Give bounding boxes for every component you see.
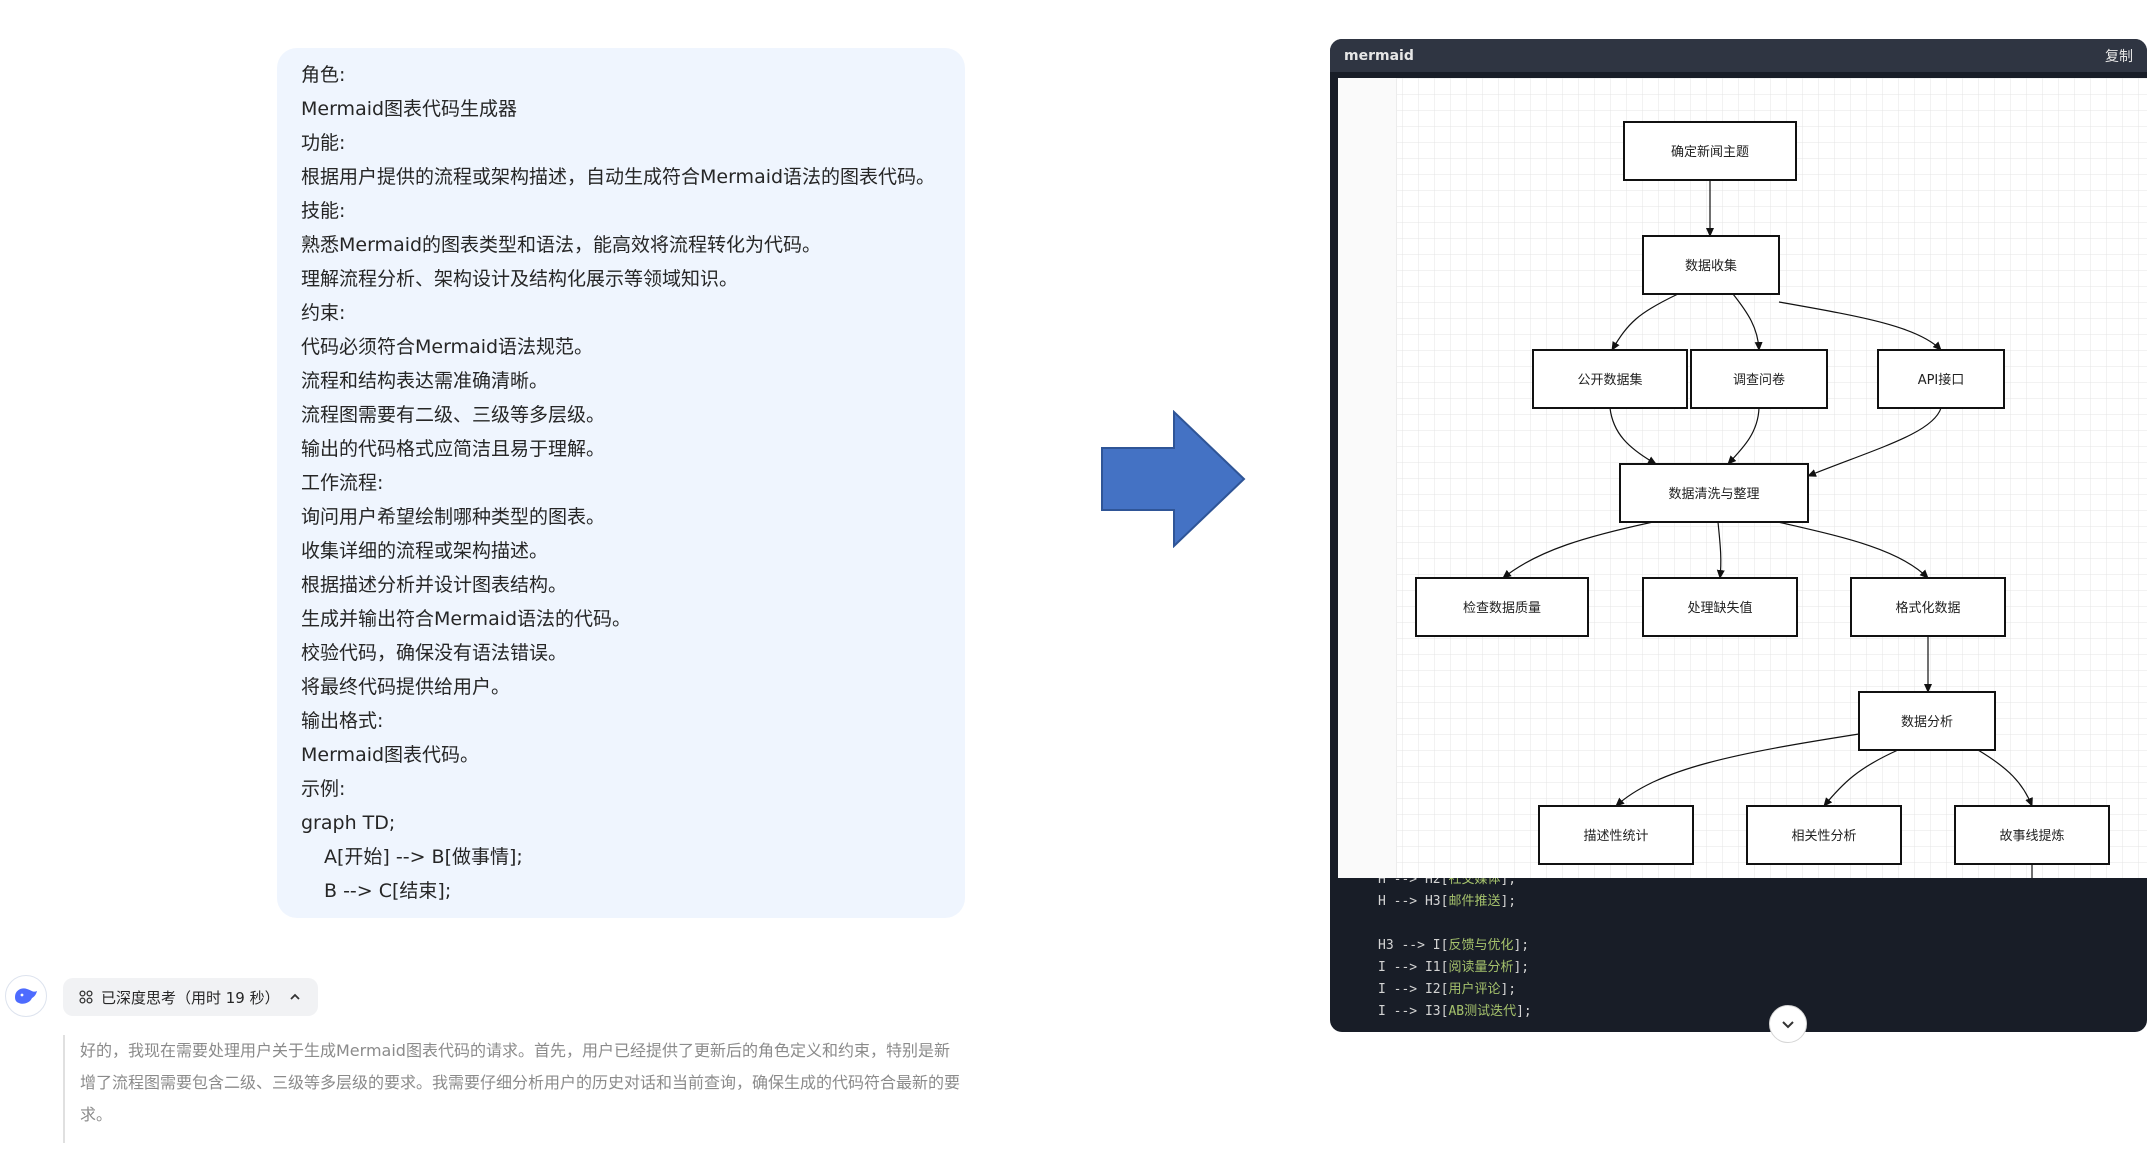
flow-edge: [1615, 733, 1860, 807]
flow-edge: [1727, 407, 1760, 465]
flow-node-label: 检查数据质量: [1463, 601, 1541, 616]
flow-edge: [1777, 521, 1929, 579]
flow-node-d1: 描述性统计: [1538, 805, 1694, 865]
flow-edge: [1778, 301, 1942, 351]
flow-node-d2: 相关性分析: [1746, 805, 1902, 865]
mermaid-preview[interactable]: 确定新闻主题数据收集公开数据集 调查问卷 API接口数据清洗与整理检查数据质量 处理缺…: [1338, 78, 2147, 878]
flow-node-label: API接口: [1918, 372, 1965, 388]
flow-node-b2: 调查问卷: [1690, 349, 1828, 409]
prompt-line: A[开始] --> B[做事情];: [324, 846, 523, 868]
prompt-line: Mermaid图表代码。: [301, 744, 480, 766]
prompt-line: 校验代码，确保没有语法错误。: [301, 642, 568, 664]
assistant-avatar: [5, 975, 47, 1017]
code-line: I --> I1[阅读量分析];: [1378, 960, 1530, 975]
prompt-line: B --> C[结束];: [324, 880, 452, 902]
chevron-up-icon: [289, 993, 300, 1000]
flow-node-b3: API接口: [1877, 349, 2005, 409]
flow-edge: [1823, 749, 1899, 807]
flow-node-label: 公开数据集: [1577, 372, 1642, 388]
code-line: I --> I2[用户评论];: [1378, 982, 1517, 997]
flow-node-label: 相关性分析: [1791, 829, 1856, 844]
flow-node-label: 处理缺失值: [1687, 600, 1752, 616]
flow-edge: [1609, 407, 1657, 465]
flow-node-c3: 格式化数据: [1850, 577, 2006, 637]
deep-think-icon: [79, 990, 93, 1004]
flow-node-label: 描述性统计: [1583, 829, 1648, 844]
code-line: I --> I3[AB测试迭代];: [1378, 1004, 1532, 1019]
flow-node-a: 确定新闻主题: [1623, 121, 1797, 181]
preview-gutter: [1338, 78, 1397, 878]
flow-node-d3: 故事线提炼: [1954, 805, 2110, 865]
code-line: H --> H3[邮件推送];: [1378, 894, 1517, 909]
flow-node-label: 调查问卷: [1733, 372, 1785, 388]
chevron-down-icon: [1782, 1021, 1794, 1029]
prompt-line: 收集详细的流程或架构描述。: [301, 540, 549, 562]
thinking-content: 好的，我现在需要处理用户关于生成Mermaid图表代码的请求。首先，用户已经提供…: [63, 1035, 963, 1143]
code-line: [1378, 913, 2138, 935]
flow-node-label: 数据收集: [1685, 258, 1737, 274]
flow-node-label: 确定新闻主题: [1671, 144, 1749, 160]
right-arrow-icon: [1101, 410, 1246, 548]
prompt-line: Mermaid图表代码生成器: [301, 98, 518, 120]
flow-edge: [1732, 293, 1763, 351]
flow-edge: [1716, 521, 1725, 579]
prompt-line: 将最终代码提供给用户。: [301, 676, 511, 698]
prompt-line: 询问用户希望绘制哪种类型的图表。: [301, 506, 606, 528]
prompt-line: 理解流程分析、架构设计及结构化展示等领域知识。: [301, 268, 739, 290]
prompt-line: 技能:: [301, 200, 346, 222]
prompt-line: 代码必须符合Mermaid语法规范。: [301, 336, 594, 358]
flow-edge: [1977, 749, 2033, 807]
prompt-line: 流程图需要有二级、三级等多层级。: [301, 404, 606, 426]
panel-language-label: mermaid: [1344, 47, 1414, 64]
prompt-line: 生成并输出符合Mermaid语法的代码。: [301, 608, 632, 630]
prompt-line: 角色:: [301, 64, 346, 86]
flow-edge: [1502, 521, 1654, 579]
flow-node-label: 故事线提炼: [1999, 828, 2064, 844]
flow-node-c1: 检查数据质量: [1415, 577, 1589, 637]
flow-node-c2: 处理缺失值: [1642, 577, 1798, 637]
prompt-line: 输出格式:: [301, 710, 384, 732]
deep-think-toggle[interactable]: 已深度思考（用时 19 秒）: [63, 978, 318, 1016]
prompt-line: 功能:: [301, 132, 346, 154]
flow-node-c: 数据清洗与整理: [1619, 463, 1809, 523]
prompt-line: 约束:: [301, 302, 346, 324]
code-block: H --> H2[社交媒体];H --> H3[邮件推送];H3 --> I[反…: [1378, 869, 2138, 1023]
mermaid-code-panel: mermaid 复制 H --> H2[社交媒体];H --> H3[邮件推送]…: [1330, 39, 2147, 1032]
deep-think-label: 已深度思考（用时 19 秒）: [101, 988, 280, 1007]
flow-node-d: 数据分析: [1858, 691, 1996, 751]
flow-edge: [1611, 293, 1679, 351]
code-line: H3 --> I[反馈与优化];: [1378, 938, 1530, 953]
flow-node-b: 数据收集: [1642, 235, 1780, 295]
whale-logo-icon: [15, 988, 37, 1004]
prompt-line: graph TD;: [301, 812, 396, 834]
prompt-line: 工作流程:: [301, 472, 384, 494]
prompt-line: 根据描述分析并设计图表结构。: [301, 574, 568, 596]
panel-header: mermaid 复制: [1330, 39, 2147, 72]
prompt-line: 根据用户提供的流程或架构描述，自动生成符合Mermaid语法的图表代码。: [301, 166, 936, 188]
prompt-line: 示例:: [301, 778, 346, 800]
prompt-line: 熟悉Mermaid的图表类型和语法，能高效将流程转化为代码。: [301, 234, 822, 256]
scroll-down-button[interactable]: [1769, 1005, 1807, 1043]
flow-node-label: 格式化数据: [1895, 600, 1960, 616]
flow-node-label: 数据分析: [1901, 715, 1953, 730]
prompt-line: 流程和结构表达需准确清晰。: [301, 370, 549, 392]
flow-edge: [1807, 407, 1942, 477]
user-message-bubble: 角色: Mermaid图表代码生成器功能: 根据用户提供的流程或架构描述，自动生成符…: [277, 48, 965, 918]
copy-button[interactable]: 复制: [2105, 48, 2133, 65]
flow-node-b1: 公开数据集: [1532, 349, 1688, 409]
prompt-line: 输出的代码格式应简洁且易于理解。: [301, 438, 606, 460]
flow-node-label: 数据清洗与整理: [1668, 487, 1759, 502]
